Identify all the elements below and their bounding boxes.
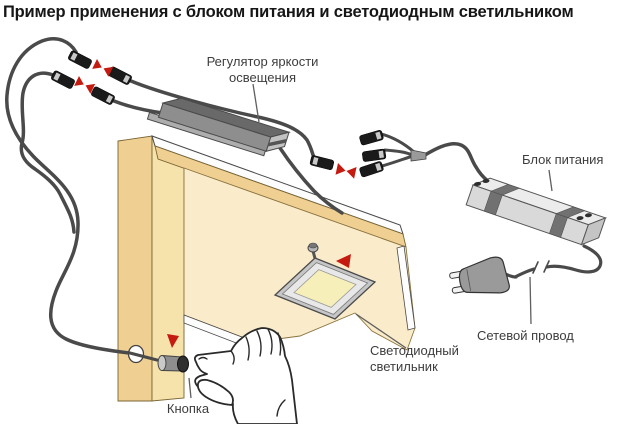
connector-splitter-mid: [362, 148, 387, 162]
power-supply-device: [465, 177, 607, 246]
hand-thumb: [197, 378, 234, 406]
pointer-lines: [188, 83, 553, 399]
connector-d1: [309, 155, 335, 170]
psu-screw-hole-3: [584, 213, 592, 218]
cable-splitter-to-psu: [423, 142, 490, 183]
psu-screw-hole-2: [474, 181, 482, 186]
label-led-line2: светильник: [370, 358, 438, 374]
pointer-dimmer: [252, 83, 260, 123]
cable-splitter-stub-bottom: [380, 154, 415, 168]
pointer-psu: [548, 169, 553, 192]
label-led-line1: Светодиодный: [370, 343, 459, 358]
push-button-assembly: [127, 334, 189, 373]
plug-body: [458, 256, 510, 294]
connector-b1: [51, 70, 75, 89]
cabinet-right-edge-band: [396, 245, 416, 331]
cord-break-tick-right: [543, 260, 550, 273]
psu-stripe-right-front: [549, 213, 568, 238]
cable-button-loop: [5, 37, 139, 356]
cord-break-tick-left: [532, 261, 539, 274]
power-cord-segment-1: [545, 244, 603, 274]
connector-b2: [91, 86, 115, 105]
led-mount-cap-top: [308, 242, 318, 249]
connection-marker-pair-3: [335, 163, 357, 179]
led-light-panel: [293, 269, 357, 308]
plug-body-ridge: [466, 269, 472, 291]
button-cable-stub: [128, 351, 159, 362]
label-power-supply: Блок питания: [522, 152, 604, 167]
cable-inner-loop: [19, 71, 76, 234]
psu-end-cap: [580, 217, 607, 246]
dimmer-device: [146, 97, 291, 157]
cable-dimmer-to-led: [278, 146, 344, 215]
connector-splitter-top: [359, 130, 384, 146]
cables: [5, 37, 603, 356]
label-dimmer-line1: Регулятор яркости: [206, 54, 319, 69]
label-power-cord: Сетевой провод: [477, 328, 574, 343]
cable-dimmer-output: [129, 79, 316, 160]
connection-marker-pair-1: [92, 59, 114, 77]
hand-finger-creases: [198, 328, 286, 417]
pointing-hand: [193, 327, 298, 424]
power-plug: [449, 256, 510, 294]
psu-screw-hole-1: [482, 178, 490, 184]
cable-splitter-stub-mid: [383, 148, 414, 157]
connector-splitter-bottom: [359, 161, 384, 178]
power-cord-segment-2: [513, 267, 536, 279]
cable-to-dimmer-input: [112, 99, 165, 115]
psu-screw-hole-4: [576, 216, 584, 221]
label-dimmer-line2: освещения: [229, 69, 296, 85]
label-dimmer: Регулятор яркости освещения: [190, 54, 335, 85]
diagram-title: Пример применения с блоком питания и све…: [3, 3, 574, 21]
pointer-button: [188, 377, 192, 399]
led-fixture: [273, 242, 377, 320]
connection-marker-pair-2: [74, 76, 96, 94]
button-mount-ring: [157, 355, 167, 371]
label-led-fixture: Светодиодный светильник: [370, 343, 459, 374]
connector-dimmer-out-a1: [68, 50, 92, 69]
pointer-led: [355, 313, 407, 349]
cabinet: [117, 135, 416, 402]
button-cap: [177, 355, 189, 373]
psu-stripe-left-front: [483, 190, 503, 216]
dimmer-end-slot: [267, 138, 287, 147]
splitter-hub: [410, 149, 427, 162]
pointer-cord: [529, 276, 532, 325]
led-connection-marker: [336, 254, 351, 268]
button-connection-marker: [167, 334, 179, 348]
label-button: Кнопка: [166, 401, 210, 416]
